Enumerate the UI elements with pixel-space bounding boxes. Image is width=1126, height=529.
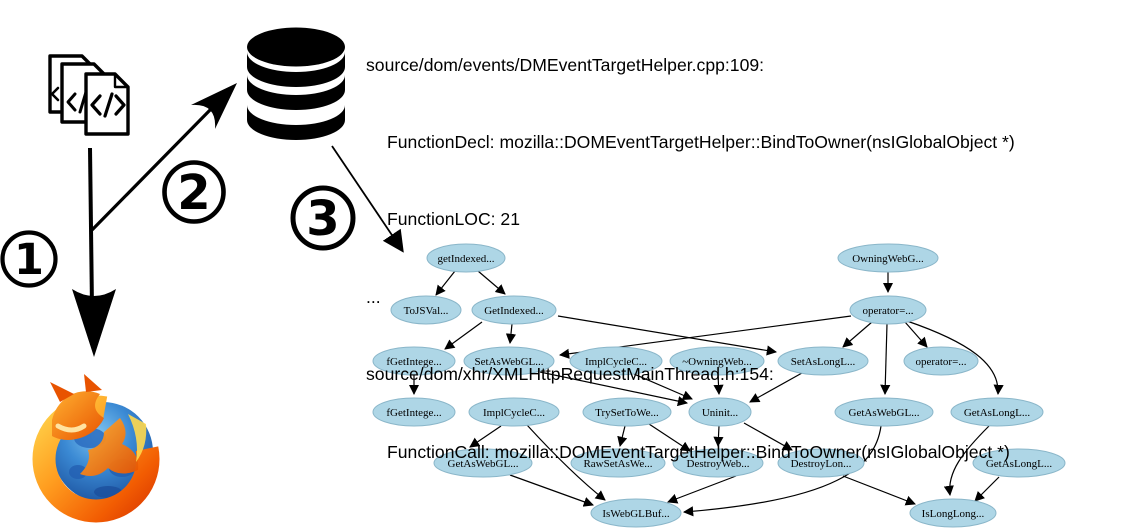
svg-text:TrySetToWe...: TrySetToWe... xyxy=(595,407,659,419)
output-line-file-2: source/dom/xhr/XMLHttpRequestMainThread.… xyxy=(366,364,774,385)
graph-node-iswebglbuf: IsWebGLBuf... xyxy=(590,498,682,528)
graph-node-owningwebg: OwningWebG... xyxy=(837,243,939,273)
step-1-number: 1 xyxy=(14,235,44,285)
graph-edge xyxy=(682,425,882,517)
call-graph-nodes: getIndexed... OwningWebG... ToJSVal... G… xyxy=(372,243,1066,528)
graph-node-destroylon: DestroyLon... xyxy=(777,448,865,478)
svg-text:GetIndexed...: GetIndexed... xyxy=(484,305,544,317)
graph-node-setaslongl: SetAsLongL... xyxy=(777,346,869,376)
svg-text:GetAsLongL...: GetAsLongL... xyxy=(986,458,1053,470)
svg-text:ToJSVal...: ToJSVal... xyxy=(404,305,449,317)
graph-edge xyxy=(943,425,990,497)
svg-text:getIndexed...: getIndexed... xyxy=(437,253,494,265)
graph-edge xyxy=(749,372,803,403)
svg-text:GetAsWebGL...: GetAsWebGL... xyxy=(849,407,920,419)
graph-node-getindexed: GetIndexed... xyxy=(471,295,557,325)
flow-arrow-source-to-browser xyxy=(72,147,116,357)
svg-text:IsWebGLBuf...: IsWebGLBuf... xyxy=(602,508,669,520)
graph-edge xyxy=(557,315,778,356)
firefox-browser-logo xyxy=(32,374,160,523)
graph-edge xyxy=(906,320,1004,396)
graph-edge xyxy=(667,475,737,504)
graph-edge xyxy=(633,373,693,401)
svg-text:fGetIntege...: fGetIntege... xyxy=(386,407,442,419)
graph-edge xyxy=(509,474,594,507)
step-3-number: 3 xyxy=(306,191,339,247)
output-line-ellipsis-2: ... xyxy=(366,518,381,529)
svg-text:operator=...: operator=... xyxy=(862,305,913,317)
svg-text:DestroyWeb...: DestroyWeb... xyxy=(687,458,750,470)
graph-edge xyxy=(842,475,916,506)
graph-edge xyxy=(617,425,628,447)
graph-node-dtor-owningweb: ~OwningWeb... xyxy=(669,346,765,376)
graph-node-rawsetaswe: RawSetAsWe... xyxy=(570,448,666,478)
svg-text:ImplCycleC...: ImplCycleC... xyxy=(585,356,647,368)
svg-text:~OwningWeb...: ~OwningWeb... xyxy=(682,356,752,368)
svg-text:SetAsLongL...: SetAsLongL... xyxy=(791,356,856,368)
svg-text:GetAsLongL...: GetAsLongL... xyxy=(964,407,1031,419)
svg-text:DestroyLon...: DestroyLon... xyxy=(791,458,852,470)
graph-edge xyxy=(842,321,873,348)
graph-node-setaswebgl: SetAsWebGL... xyxy=(463,346,555,376)
graph-node-implcyclec: ImplCycleC... xyxy=(569,346,663,376)
graph-edge xyxy=(469,425,502,448)
graph-edge xyxy=(880,323,891,396)
graph-edge xyxy=(743,422,793,451)
database-icon xyxy=(247,27,345,140)
step-badge-3: 3 xyxy=(290,185,356,251)
graph-edge xyxy=(713,425,724,448)
graph-node-fgetintege: fGetIntege... xyxy=(372,346,456,376)
graph-node-getindexed-lc: getIndexed... xyxy=(426,243,506,273)
svg-text:fGetIntege...: fGetIntege... xyxy=(386,356,442,368)
graph-edge xyxy=(974,476,1000,502)
graph-node-operator-eq: operator=... xyxy=(849,295,927,325)
svg-text:Uninit...: Uninit... xyxy=(702,407,739,419)
graph-node-destroyweb: DestroyWeb... xyxy=(672,448,764,478)
svg-text:GetAsWebGL...: GetAsWebGL... xyxy=(448,458,519,470)
graph-node-uninit: Uninit... xyxy=(688,397,752,427)
step-2-number: 2 xyxy=(177,165,210,221)
svg-text:ImplCycleC...: ImplCycleC... xyxy=(483,407,545,419)
graph-node-getaswebgl-2: GetAsWebGL... xyxy=(433,448,533,478)
output-line-file-1: source/dom/events/DMEventTargetHelper.cp… xyxy=(366,54,765,75)
graph-edge xyxy=(713,374,724,396)
source-code-files-icon xyxy=(48,54,130,136)
output-line-functionloc: FunctionLOC: 21 xyxy=(387,209,521,230)
svg-text:SetAsWebGL...: SetAsWebGL... xyxy=(474,356,543,368)
graph-edge xyxy=(526,424,606,501)
graph-node-islonglong: IsLongLong... xyxy=(909,498,997,528)
graph-edge xyxy=(477,270,506,295)
graph-edge xyxy=(904,321,928,348)
graph-edge xyxy=(505,323,517,345)
svg-text:RawSetAsWe...: RawSetAsWe... xyxy=(583,458,652,470)
graph-node-fgetintege-2: fGetIntege... xyxy=(372,397,456,427)
flow-arrow-database-to-graph xyxy=(331,145,404,253)
svg-text:OwningWebG...: OwningWebG... xyxy=(852,253,924,265)
graph-node-implcyclec-2: ImplCycleC... xyxy=(468,397,560,427)
graph-edge xyxy=(435,270,456,296)
call-graph-edges xyxy=(408,270,1004,517)
step-badge-2: 2 xyxy=(162,160,226,224)
output-line-ellipsis-1: ... xyxy=(366,286,381,307)
graph-node-getaslongl: GetAsLongL... xyxy=(950,397,1044,427)
graph-node-trysettowe: TrySetToWe... xyxy=(582,397,672,427)
svg-text:operator=...: operator=... xyxy=(915,356,966,368)
step-badge-1: 1 xyxy=(0,230,58,288)
graph-edge xyxy=(648,423,691,452)
graph-node-getaslongl-2: GetAsLongL... xyxy=(972,448,1066,478)
graph-edge xyxy=(539,371,688,407)
flow-arrow-source-to-database xyxy=(90,83,237,232)
graph-node-operator-eq-2: operator=... xyxy=(903,346,979,376)
analysis-output-text: source/dom/events/DMEventTargetHelper.cp… xyxy=(366,1,1015,529)
graph-node-tojsval: ToJSVal... xyxy=(390,295,462,325)
output-line-functioncall: FunctionCall: mozilla::DOMEventTargetHel… xyxy=(387,441,1010,462)
graph-edge xyxy=(444,321,483,350)
graph-node-getaswebgl: GetAsWebGL... xyxy=(834,397,934,427)
svg-text:IsLongLong...: IsLongLong... xyxy=(922,508,985,520)
output-line-functiondecl: FunctionDecl: mozilla::DOMEventTargetHel… xyxy=(387,131,1015,152)
